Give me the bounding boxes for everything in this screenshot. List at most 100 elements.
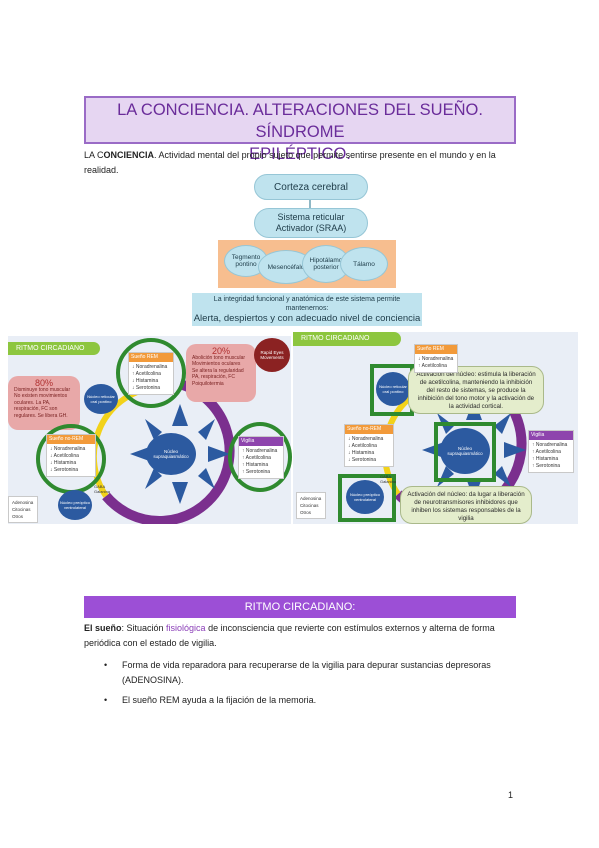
nrem-item: ↓ Histamina [50, 460, 77, 466]
ring-highlight-rem [116, 338, 186, 408]
vigilia-item: ↑ Histamina [532, 456, 559, 462]
title-line-1: LA CONCIENCIA. ALTERACIONES DEL SUEÑO. S… [117, 101, 483, 141]
sueno-text-b: de inconsciencia que revierte con estímu… [84, 623, 495, 648]
rem-title: Sueño REM [129, 353, 173, 362]
nucleo-preop-label: Núcleo preóptico ventrolateral [349, 492, 381, 502]
rem-item: ↓ Serotonina [132, 385, 161, 391]
vigilia-item: ↑ Noradrenalina [242, 448, 278, 454]
nrem-item: ↓ Serotonina [348, 457, 377, 463]
ring-highlight-vigilia [228, 422, 292, 492]
pct20-item: Se altera la regularidad PA, respiración… [192, 367, 244, 381]
vigilia-item: ↑ Histamina [242, 462, 269, 468]
nrem-title: Sueño no-REM [345, 425, 393, 434]
intro-paragraph: LA CONCIENCIA. Actividad mental del prop… [84, 148, 516, 178]
nucleo-ret-label: Núcleo reticular oral pontino [87, 394, 115, 404]
connector [309, 200, 311, 208]
oval-mesencefalo-label: Mesencéfalo [267, 263, 305, 271]
pct20-item: Poiquilotermia [192, 380, 224, 387]
fisiologica-term: fisiológica [166, 623, 206, 633]
list-item: Forma de vida reparadora para recuperars… [104, 658, 516, 688]
pct80-label: 80% [34, 378, 53, 388]
nucleo-supra-label: Núcleo supraquiasmático [153, 449, 189, 459]
adenosina-box-right: Adenosina Citocinas Otros [296, 492, 326, 519]
intro-text: . Actividad mental del propio sujeto que… [84, 150, 496, 175]
sueno-term: El sueño [84, 623, 122, 633]
page-title: LA CONCIENCIA. ALTERACIONES DEL SUEÑO. S… [84, 96, 516, 163]
integridad-text: La integridad funcional y anatómica de e… [213, 296, 401, 312]
sueno-text-a: : Situación [121, 623, 167, 633]
list-item: El sueño REM ayuda a la fijación de la m… [104, 693, 516, 708]
nucleo-reticular-left: Núcleo reticular oral pontino [84, 384, 118, 414]
gaba-label-right: GABA Galanina [380, 474, 397, 484]
sueno-paragraph: El sueño: Situación fisiológica de incon… [84, 621, 516, 651]
conclusion-box: La integridad funcional y anatómica de e… [192, 293, 422, 326]
corteza-label: Corteza cerebral [274, 182, 348, 193]
callout-reticular: Activación del núcleo: estimula la liber… [408, 366, 544, 414]
pct80-text: Disminuye tono muscular No existen movim… [14, 386, 71, 419]
nrem-item: ↓ Histamina [348, 450, 375, 456]
vigilia-item: ↑ Serotonina [532, 463, 561, 469]
intro-prefix: LA C [84, 150, 104, 160]
rapid-label: Rapid Eyes Movements [260, 350, 284, 360]
card-nrem-right: Sueño no-REM ↓ Noradrenalina ↓ Acetilcol… [344, 424, 394, 467]
card-vigilia-left: Vigilia ↑ Noradrenalina ↑ Acetilcolina ↑… [238, 436, 284, 479]
title-line-2: EPILÉPTICO. [249, 145, 351, 163]
corteza-cerebral-box: Corteza cerebral [254, 174, 368, 200]
intro-term: ONCIENCIA [103, 150, 155, 160]
vigilia-title: Vigilia [529, 431, 573, 440]
adenosina-label: Adenosina Citocinas Otros [12, 500, 34, 519]
rem-item: ↓ Noradrenalina [132, 364, 168, 370]
oval-hipotalamo-label: Hipotálamo posterior [309, 257, 343, 271]
bullet-list: Forma de vida reparadora para recuperars… [104, 658, 516, 713]
section-header: RITMO CIRCADIANO: [84, 596, 516, 618]
sraa-box: Sistema reticular Activador (SRAA) [254, 208, 368, 238]
rem-item: ↓ Noradrenalina [418, 356, 454, 362]
alerta-text: Alerta, despiertos y con adecuado nivel … [193, 313, 421, 324]
nucleo-preoptico-right: Núcleo preóptico ventrolateral [346, 480, 384, 514]
square-highlight-preoptico [338, 474, 396, 522]
vigilia-item: ↑ Acetilcolina [242, 455, 271, 461]
pink-box-20: 20% Abolición tono muscular Movimientos … [186, 344, 256, 402]
nrem-item: ↓ Acetilcolina [348, 443, 377, 449]
pink-box-80: 80% Disminuye tono muscular No existen m… [8, 376, 80, 430]
oval-tegmento-label: Tegmento pontino [231, 254, 261, 268]
vigilia-item: ↑ Acetilcolina [532, 449, 561, 455]
card-rem-left: Sueño REM ↓ Noradrenalina ↑ Acetilcolina… [128, 352, 174, 395]
card-rem-right: Sueño REM ↓ Noradrenalina ↑ Acetilcolina [414, 344, 458, 373]
rem-item: ↑ Acetilcolina [132, 371, 161, 377]
pct20-item: Abolición tono muscular [192, 354, 246, 361]
ritmo-tag-right: RITMO CIRCADIANO [293, 332, 401, 346]
nucleo-reticular-right: Núcleo reticular oral pontino [376, 372, 410, 406]
nucleo-supraquiasmatico-right: Núcleo supraquiasmático [440, 428, 490, 474]
sraa-label: Sistema reticular Activador (SRAA) [275, 212, 347, 233]
nrem-item: ↓ Acetilcolina [50, 453, 79, 459]
callout-preoptico: Activación del núcleo: da lugar a libera… [400, 486, 532, 524]
rem-item: ↑ Acetilcolina [418, 363, 447, 369]
oval-talamo: Tálamo [340, 247, 388, 281]
nucleo-ret-label: Núcleo reticular oral pontino [379, 384, 407, 394]
nrem-item: ↓ Noradrenalina [348, 436, 384, 442]
nrem-item: ↓ Serotonina [50, 467, 79, 473]
square-highlight-center [434, 422, 496, 482]
nrem-title: Sueño no-REM [47, 435, 95, 444]
adenosina-label: Adenosina Citocinas Otros [300, 496, 322, 515]
pct20-item: Movimientos oculares [192, 361, 241, 367]
page-number: 1 [508, 790, 514, 800]
nucleo-supraquiasmatico-left: Núcleo supraquiasmático [146, 433, 196, 475]
rem-item: ↓ Histamina [132, 378, 159, 384]
vigilia-title: Vigilia [239, 437, 283, 446]
rem-title: Sueño REM [415, 345, 457, 354]
vigilia-item: ↑ Noradrenalina [532, 442, 568, 448]
oval-talamo-label: Tálamo [353, 260, 375, 268]
card-nrem-left: Sueño no-REM ↓ Noradrenalina ↓ Acetilcol… [46, 434, 96, 477]
nrem-item: ↓ Noradrenalina [50, 446, 86, 452]
cycle-arc-purple [102, 379, 235, 524]
nucleo-preoptico-left: Núcleo preóptico ventrolateral [58, 490, 92, 520]
nucleo-supra-label: Núcleo supraquiasmático [447, 446, 483, 456]
vigilia-item: ↑ Serotonina [242, 469, 271, 475]
ritmo-tag-left: RITMO CIRCADIANO [8, 342, 100, 355]
pct20-label: 20% [211, 346, 230, 356]
adenosina-box-left: Adenosina Citocinas Otros [8, 496, 38, 523]
rapid-eyes-badge: Rapid Eyes Movements [254, 338, 290, 372]
gaba-label-left: GABA Galanina [94, 484, 111, 494]
